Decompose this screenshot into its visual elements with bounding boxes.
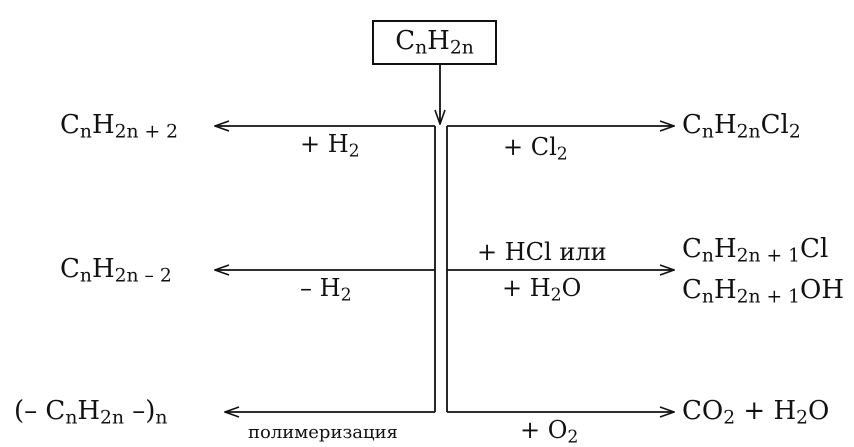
alcohol-formula: CnH2n + 1OH [682,275,845,308]
reactant-formula: CnH2n [395,26,474,59]
condition-hydrogenation: + H2 [300,130,360,162]
polymer-formula: (– CnH2n –)n [14,396,168,429]
reactant-box: CnH2n [372,20,497,65]
condition-oxidation: + O2 [520,416,579,447]
condition-hydro-line1: + HCl или [477,238,607,266]
alkyne-formula: CnH2n – 2 [60,254,172,287]
chloride-formula: CnH2n + 1Cl [682,234,829,267]
condition-polymerization: полимеризация [248,422,398,443]
condition-hydro-line2: + H2O [502,274,582,306]
alkane-formula: CnH2n + 2 [60,110,179,143]
condition-chlorination: + Cl2 [503,133,568,165]
combustion-products: CO2 + H2O [682,396,830,429]
dichloride-formula: CnH2nCl2 [682,110,801,143]
condition-dehydrogenation: – H2 [300,274,352,306]
